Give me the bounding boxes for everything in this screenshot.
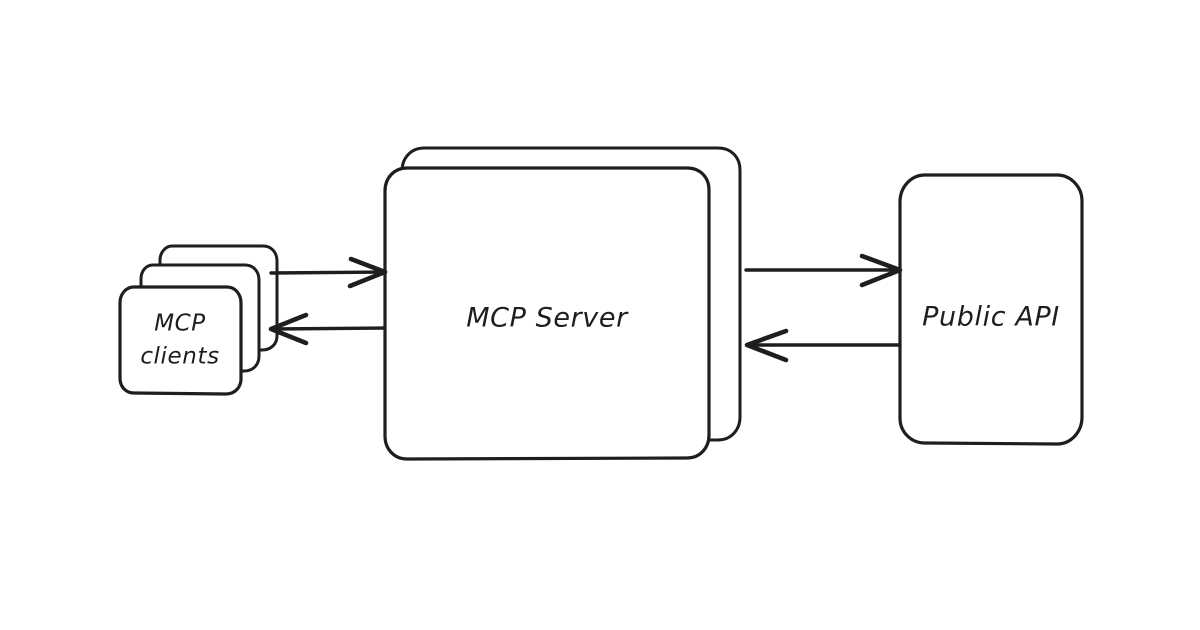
connector-api-to-server[interactable] <box>744 328 901 363</box>
connector-server-to-clients-line <box>270 326 386 331</box>
connector-server-to-clients[interactable] <box>268 312 386 346</box>
connector-clients-to-server-arrowhead <box>347 256 388 289</box>
mcp-server-card-front <box>383 166 711 461</box>
connector-server-to-api-arrowhead <box>859 253 903 288</box>
mcp-server-label: MCP Server <box>466 303 629 334</box>
node-public-api[interactable]: Public API <box>898 173 1084 446</box>
mcp-clients-label-line1: MCP <box>154 311 206 337</box>
connector-clients-to-server[interactable] <box>269 256 388 289</box>
public-api-label: Public API <box>922 302 1060 333</box>
connector-api-to-server-arrowhead <box>744 328 789 363</box>
mcp-clients-card-front <box>118 285 243 396</box>
connector-server-to-clients-arrowhead <box>268 312 309 346</box>
public-api-card <box>898 173 1084 446</box>
connector-server-to-api[interactable] <box>744 253 903 288</box>
node-mcp-clients[interactable]: MCP clients <box>118 244 279 396</box>
node-mcp-server[interactable]: MCP Server <box>383 146 742 461</box>
mcp-clients-label-line2: clients <box>140 344 219 370</box>
connector-clients-to-server-line <box>269 270 386 275</box>
